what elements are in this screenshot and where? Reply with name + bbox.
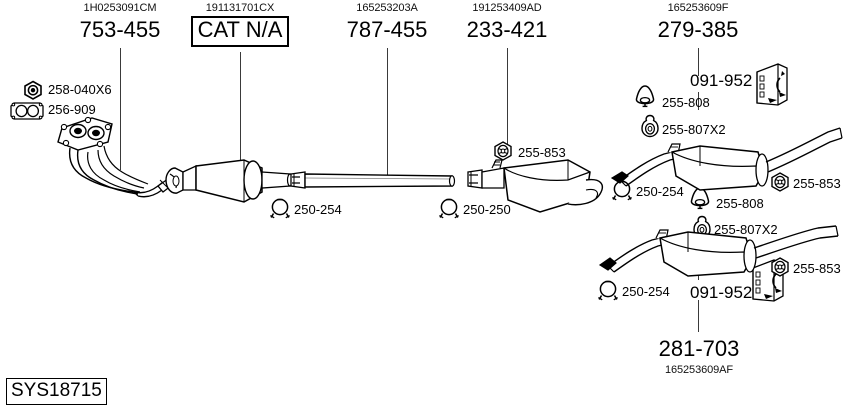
rubber-mount-icon [690,187,710,210]
callout-mount-lower [688,186,714,212]
callout-label-nut: 258-040X6 [48,82,112,97]
callout-bracket-upper [752,62,792,110]
callout-label-bush-lower: 255-807X2 [714,222,778,237]
leader-line-rear-lower [698,300,699,332]
catalytic-converter [165,159,294,203]
rear-muffler-lower [598,225,839,277]
oem-number: 191131701CX [205,2,275,14]
callout-label-gasket: 256-909 [48,102,96,117]
system-code-label: SYS18715 [6,378,107,405]
callout-label-hanger-upper: 255-853 [793,176,841,191]
bushing-icon [641,114,659,138]
part-reference: 233-421 [466,17,548,42]
callout-label-clamp-front: 250-254 [294,202,342,217]
middle-silencer [467,159,604,213]
clamp-icon [598,280,618,301]
leader-line-rear-upper [698,48,699,76]
top-label-group-2: 191131701CX CAT N/A [190,2,290,47]
rear-muffler-upper [610,127,843,191]
part-reference-boxed: CAT N/A [190,16,290,47]
part-reference: 753-455 [79,17,161,42]
oem-number: 165253609AF [664,364,733,376]
part-reference: 787-455 [346,17,428,42]
oem-number: 165253609F [667,2,729,14]
gasket-icon [10,102,44,120]
callout-label-clamp-center: 250-250 [463,202,511,217]
bushing-icon [693,215,711,239]
rubber-mount-icon [635,85,655,108]
callout-label-clamp-lower: 250-254 [622,284,670,299]
part-reference: 281-703 [658,336,740,361]
leader-line-midsilencer [507,48,508,158]
callout-label-clamp-upper: 250-254 [636,184,684,199]
callout-label-mount-lower: 255-808 [716,196,764,211]
center-pipe [290,171,456,189]
callout-label-bracket-lower: 091-952 [690,283,753,302]
hanger-ring-icon [771,172,789,192]
leader-line-centerpipe [387,48,388,176]
leader-line-bracket-upper [698,92,699,110]
callout-mount-upper [633,84,659,110]
clamp-icon [270,198,290,219]
callout-label-mount-upper: 255-808 [662,95,710,110]
callout-clamp-front [268,196,292,220]
leader-line-downpipe [120,48,121,170]
top-label-group-3: 165253203A 787-455 [333,2,441,43]
callout-bush-lower [692,215,712,239]
leader-line-catalyst [240,52,241,168]
callout-bush-upper [640,114,660,138]
callout-hanger-lower [770,257,790,277]
nut-icon [24,80,42,100]
hanger-ring-icon [771,257,789,277]
callout-label-bracket-upper: 091-952 [690,71,753,90]
top-label-group-4: 191253409AD 233-421 [448,2,566,43]
callout-clamp-lower [596,278,620,302]
bracket-icon [756,63,788,106]
bottom-label-group: 281-703 165253609AF [640,336,758,376]
oem-number: 191253409AD [472,2,542,14]
callout-hanger-mid [493,141,513,161]
clamp-icon [439,198,459,219]
callout-gasket [10,100,44,122]
callout-hanger-upper [770,172,790,192]
top-label-group-5: 165253609F 279-385 [628,2,768,43]
downpipe-assembly [57,116,177,198]
part-reference: 279-385 [657,17,739,42]
system-code-box: SYS18715 [6,378,107,405]
oem-number: 1H0253091CM [83,2,157,14]
oem-number: 165253203A [356,2,418,14]
callout-label-hanger-mid: 255-853 [518,145,566,160]
callout-clamp-center [437,196,461,220]
top-label-group-1: 1H0253091CM 753-455 [72,2,168,43]
hanger-ring-icon [494,141,512,161]
callout-nut [22,80,44,100]
callout-label-hanger-lower: 255-853 [793,261,841,276]
callout-label-bush-upper: 255-807X2 [662,122,726,137]
